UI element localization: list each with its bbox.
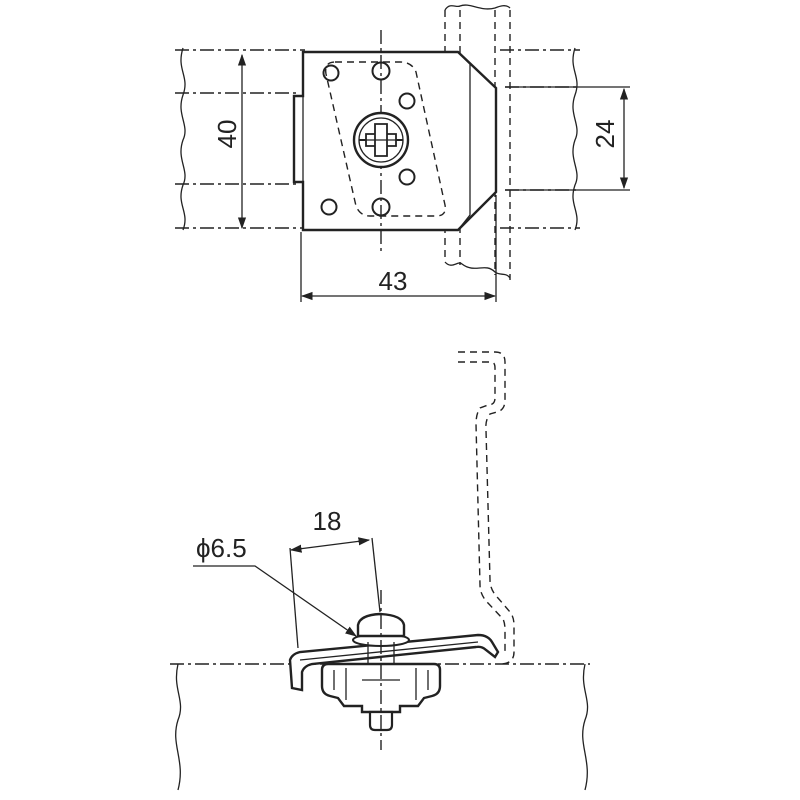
dimension-43: 43 [300, 195, 497, 302]
hole-top-left [322, 64, 340, 82]
hole-diameter-callout: ϕ6.5 [193, 533, 357, 637]
screw-head-top [352, 111, 410, 169]
z-profile-inner [458, 361, 506, 652]
dimension-43-label: 43 [379, 266, 408, 296]
hole-diameter-label: ϕ6.5 [196, 533, 247, 563]
bracket-side-plate [288, 633, 500, 692]
dimension-40: 40 [212, 53, 247, 230]
dimension-40-label: 40 [212, 120, 242, 149]
hole-right-upper [398, 92, 416, 110]
clamp-nut-detail [333, 668, 429, 700]
hole-bottom-left [320, 198, 338, 216]
bracket-side-inner [299, 641, 479, 661]
hole-right-lower [398, 168, 416, 186]
top-view: 40 24 43 [175, 4, 630, 302]
side-view: 18 ϕ6.5 [170, 351, 590, 791]
left-rail [175, 47, 305, 231]
right-rail [500, 47, 580, 231]
dimension-24: 24 [505, 86, 630, 191]
clamp-nut [320, 662, 442, 714]
z-profile [458, 351, 515, 665]
dimension-18-label: 18 [313, 506, 342, 536]
slot-outline [325, 61, 446, 217]
dimension-18: 18 [289, 506, 381, 649]
flange-edge [457, 51, 471, 231]
dimension-24-label: 24 [590, 120, 620, 149]
